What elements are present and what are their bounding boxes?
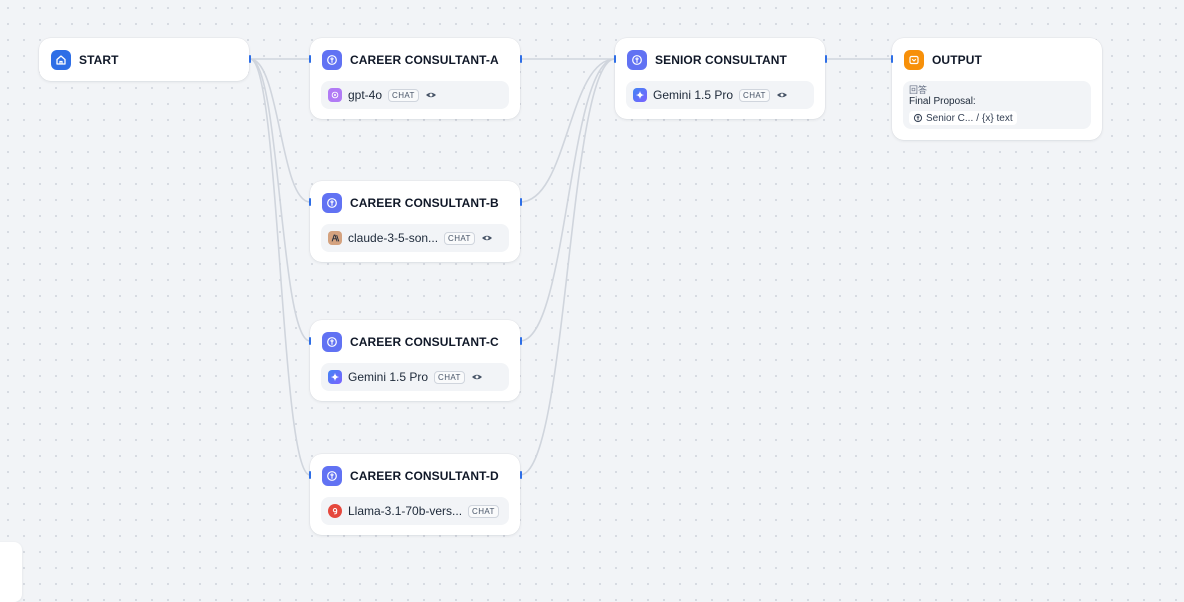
input-handle[interactable] <box>309 337 311 345</box>
input-handle[interactable] <box>309 55 311 63</box>
output-handle[interactable] <box>825 55 827 63</box>
model-name: Gemini 1.5 Pro <box>348 370 429 384</box>
variable-source: Senior C... <box>926 112 974 124</box>
career-consultant-b-node[interactable]: CAREER CONSULTANT-B claude-3-5-son... CH… <box>309 181 522 262</box>
output-handle[interactable] <box>520 198 522 206</box>
output-handle[interactable] <box>520 337 522 345</box>
input-handle[interactable] <box>614 55 616 63</box>
node-title: SENIOR CONSULTANT <box>655 53 787 67</box>
output-variable-reference[interactable]: Senior C... / {x} text <box>909 111 1085 125</box>
start-node-header: START <box>51 50 119 70</box>
model-selector[interactable]: claude-3-5-son... CHAT <box>321 224 509 252</box>
node-title: CAREER CONSULTANT-C <box>350 335 499 349</box>
chat-badge: CHAT <box>739 88 770 102</box>
variable-name: {x} text <box>982 112 1013 124</box>
eye-icon[interactable] <box>425 89 437 101</box>
node-title: START <box>79 53 119 67</box>
node-header: CAREER CONSULTANT-A <box>322 50 499 70</box>
model-selector[interactable]: Gemini 1.5 Pro CHAT <box>626 81 814 109</box>
output-text: Final Proposal: <box>909 96 976 107</box>
node-header: OUTPUT <box>904 50 982 70</box>
model-name: claude-3-5-son... <box>348 231 439 245</box>
model-selector[interactable]: gpt-4o CHAT <box>321 81 509 109</box>
node-title: CAREER CONSULTANT-B <box>350 196 499 210</box>
brain-icon <box>322 50 342 70</box>
openai-icon <box>328 88 342 102</box>
side-panel <box>0 542 22 602</box>
eye-icon[interactable] <box>776 89 788 101</box>
brain-icon <box>627 50 647 70</box>
input-handle[interactable] <box>309 471 311 479</box>
model-name: Llama-3.1-70b-vers... <box>348 504 463 518</box>
chat-badge: CHAT <box>434 370 465 384</box>
gemini-icon <box>633 88 647 102</box>
career-consultant-c-node[interactable]: CAREER CONSULTANT-C Gemini 1.5 Pro CHAT <box>309 320 522 401</box>
career-consultant-d-node[interactable]: CAREER CONSULTANT-D Llama-3.1-70b-vers..… <box>309 454 522 535</box>
edge-start-to-d <box>249 58 311 476</box>
node-header: CAREER CONSULTANT-B <box>322 193 499 213</box>
node-title: OUTPUT <box>932 53 982 67</box>
chat-badge: CHAT <box>388 88 419 102</box>
variable-chip[interactable]: Senior C... / {x} text <box>909 111 1017 125</box>
llama-icon <box>328 504 342 518</box>
output-handle[interactable] <box>520 55 522 63</box>
career-consultant-a-node[interactable]: CAREER CONSULTANT-A gpt-4o CHAT <box>309 38 522 119</box>
gemini-icon <box>328 370 342 384</box>
node-title: CAREER CONSULTANT-D <box>350 469 499 483</box>
chat-badge: CHAT <box>444 231 475 245</box>
output-node[interactable]: OUTPUT 回答 Final Proposal: Senior C... / … <box>891 38 1102 140</box>
output-label: 回答 <box>909 85 928 95</box>
edge-b-to-senior <box>519 58 616 203</box>
model-selector[interactable]: Gemini 1.5 Pro CHAT <box>321 363 509 391</box>
brain-icon <box>913 113 923 123</box>
node-header: CAREER CONSULTANT-C <box>322 332 499 352</box>
node-header: SENIOR CONSULTANT <box>627 50 787 70</box>
edge-start-to-b <box>249 58 311 203</box>
output-handle[interactable] <box>520 471 522 479</box>
edge-start-to-c <box>249 58 311 342</box>
output-handle[interactable] <box>249 55 251 63</box>
model-selector[interactable]: Llama-3.1-70b-vers... CHAT <box>321 497 509 525</box>
model-name: Gemini 1.5 Pro <box>653 88 734 102</box>
brain-icon <box>322 193 342 213</box>
input-handle[interactable] <box>309 198 311 206</box>
edge-d-to-senior <box>519 58 616 476</box>
model-name: gpt-4o <box>348 88 383 102</box>
eye-icon[interactable] <box>481 232 493 244</box>
output-variable-panel[interactable]: 回答 Final Proposal: Senior C... / {x} tex… <box>903 81 1091 129</box>
anthropic-icon <box>328 231 342 245</box>
edge-c-to-senior <box>519 58 616 342</box>
output-icon <box>904 50 924 70</box>
node-title: CAREER CONSULTANT-A <box>350 53 499 67</box>
eye-icon[interactable] <box>471 371 483 383</box>
home-icon <box>51 50 71 70</box>
variable-separator: / <box>976 112 980 124</box>
brain-icon <box>322 332 342 352</box>
brain-icon <box>322 466 342 486</box>
node-header: CAREER CONSULTANT-D <box>322 466 499 486</box>
senior-consultant-node[interactable]: SENIOR CONSULTANT Gemini 1.5 Pro CHAT <box>614 38 827 119</box>
chat-badge: CHAT <box>468 504 499 518</box>
input-handle[interactable] <box>891 55 893 63</box>
start-node[interactable]: START <box>39 38 251 81</box>
